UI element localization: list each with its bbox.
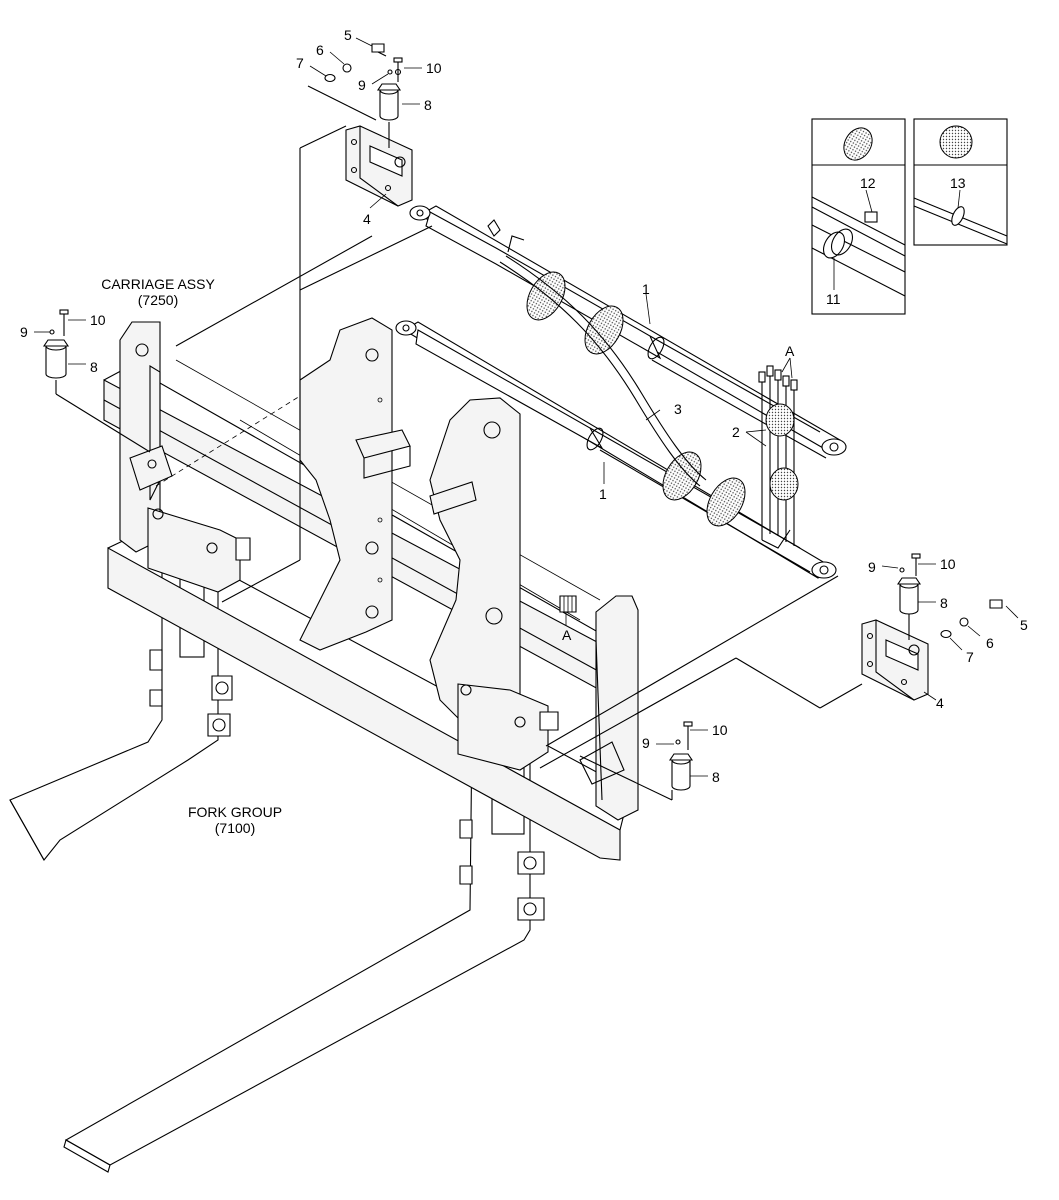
cylinder-upper: [409, 205, 847, 459]
view-a-label-bottom: A: [562, 627, 572, 643]
callout-10-left: 10: [90, 312, 106, 328]
side-bracket-top: [345, 125, 413, 207]
detail-inset-clamp-11-12: [811, 118, 906, 315]
callout-1-upper: 1: [642, 281, 650, 297]
pin-assembly-top: [324, 43, 403, 121]
fork-right: [63, 729, 545, 1173]
callout-6-top: 6: [316, 42, 324, 58]
callout-8-right: 8: [940, 595, 948, 611]
callout-11: 11: [826, 291, 841, 307]
callout-10-top: 10: [426, 60, 442, 76]
callout-9-top: 9: [358, 77, 366, 93]
callout-3: 3: [674, 401, 682, 417]
hose-crossover: [499, 235, 707, 487]
hose-bundle: [758, 365, 799, 549]
assembly-labels: CARRIAGE ASSY (7250) FORK GROUP (7100) A…: [101, 276, 795, 836]
pin-assembly-right: [896, 553, 1003, 639]
side-bracket-right: [861, 619, 929, 701]
callout-9-left: 9: [20, 324, 28, 340]
carriage-assy-code: (7250): [138, 292, 178, 308]
cylinder-lower: [395, 320, 837, 579]
callout-12: 12: [860, 175, 876, 191]
pin-assembly-left: [42, 309, 70, 379]
fork-group-code: (7100): [215, 820, 255, 836]
callout-4-right: 4: [936, 695, 944, 711]
callout-leaders: [34, 37, 1019, 777]
detail-inset-clamp-13: [913, 118, 1008, 246]
callout-5-right: 5: [1020, 617, 1028, 633]
callout-9-right: 9: [868, 559, 876, 575]
callout-10-right: 10: [940, 556, 956, 572]
callout-9-bottom: 9: [642, 735, 650, 751]
callout-2: 2: [732, 424, 740, 440]
callout-5-top: 5: [344, 27, 352, 43]
callout-1-lower: 1: [599, 486, 607, 502]
carriage-assy-label: CARRIAGE ASSY: [101, 276, 215, 292]
callout-8-top: 8: [424, 97, 432, 113]
assembly-lines: [55, 85, 910, 801]
callout-8-bottom: 8: [712, 769, 720, 785]
callout-10-bottom: 10: [712, 722, 728, 738]
callout-13: 13: [950, 175, 966, 191]
part-callouts: 1 1 2 3 4 4 5 5 6 6 7 7 8 8 8 8 9 9 9 9 …: [20, 27, 1028, 785]
callout-7-top: 7: [296, 55, 304, 71]
pin-assembly-bottom: [668, 721, 694, 791]
callout-8-left: 8: [90, 359, 98, 375]
callout-7-right: 7: [966, 649, 974, 665]
carriage-frame: [103, 317, 639, 861]
view-a-label-top: A: [785, 343, 795, 359]
callout-6-right: 6: [986, 635, 994, 651]
callout-4-top: 4: [363, 211, 371, 227]
fork-group-label: FORK GROUP: [188, 804, 282, 820]
